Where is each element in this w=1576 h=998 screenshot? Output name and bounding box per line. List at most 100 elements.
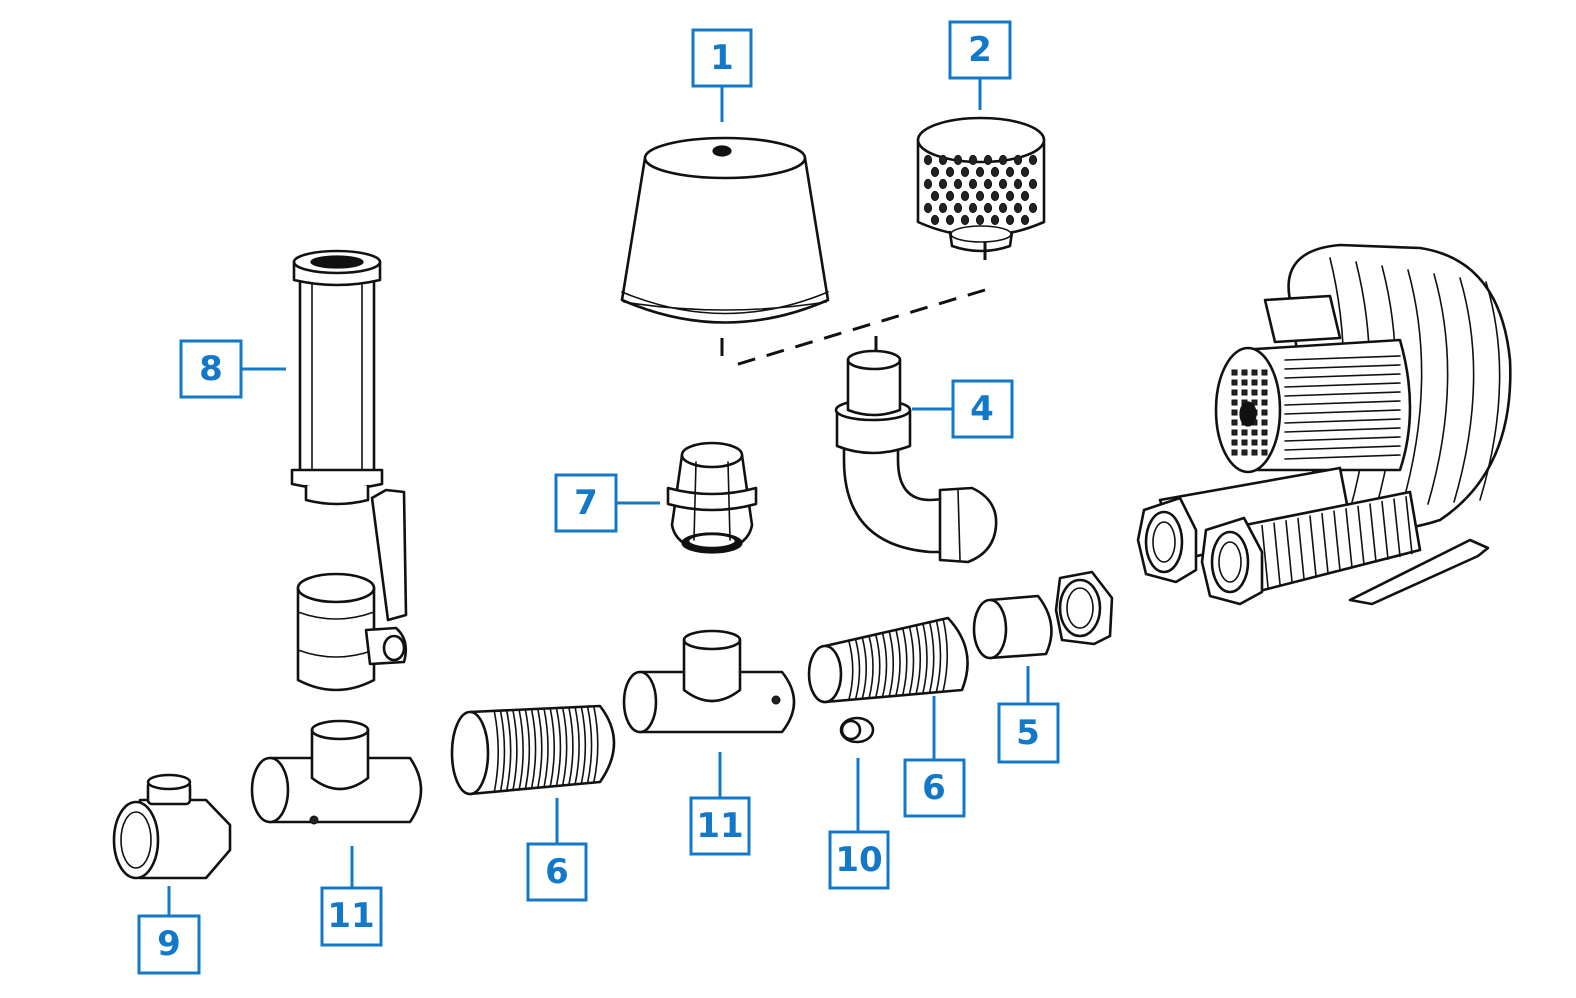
perforation-hole [1028,202,1038,214]
hose-rib [922,623,928,694]
callout-11-middle: 11 [689,796,751,856]
perforation-hole [953,154,963,166]
perforation-hole [968,178,978,190]
tube-fin [1261,524,1269,589]
hose-rib [895,629,901,697]
hose-rib [854,638,861,701]
grille-hole [1261,449,1268,456]
part-10-cap [839,716,875,744]
connection-dashes [720,242,987,367]
perforation-hole [1020,190,1030,202]
motor-fin [1284,355,1401,361]
motor-fin [1284,418,1401,424]
perforation-hole [998,154,1008,166]
perforation-hole [1005,166,1015,178]
grille-hole [1241,389,1248,396]
tube-fin [1405,495,1413,555]
perforation-hole [945,166,955,178]
motor-fin [1284,409,1401,415]
perforation-hole [945,214,955,226]
motor-fin [1284,373,1401,379]
perforation-hole [1005,190,1015,202]
hose-rib [861,636,868,700]
housing-rib [1427,273,1449,505]
hose-rib [847,639,854,702]
perforation-hole [990,166,1000,178]
tube-fin [1369,503,1377,563]
motor-fin [1284,427,1401,433]
ball-valve [296,488,408,692]
perforation-hole [998,202,1008,214]
hose-rib [549,707,555,788]
hose-rib [530,708,537,790]
part-8-filter-cartridge [290,249,384,506]
part-5-sleeve [972,594,1053,660]
grille-hole [1241,439,1248,446]
hose-rib [555,707,562,788]
tube-fin [1297,517,1305,580]
hose-rib [518,708,524,791]
grille-hole [1261,399,1268,406]
hose-rib [888,630,895,697]
callout-9: 9 [137,914,201,975]
housing-rib [1479,281,1501,501]
grille-hole [1231,379,1238,386]
perforation-hole [975,190,985,202]
tube-fin [1321,512,1329,575]
callout-6-right-label: 6 [922,768,946,808]
hose-rib [942,618,949,692]
tube-fin [1393,498,1401,558]
tube-fin [1357,505,1365,566]
callout-8-label: 8 [199,349,223,389]
leader-lines [167,78,1030,916]
tube-fin [1273,522,1281,586]
part-6-hose-right [807,616,969,704]
perforation-hole [998,178,1008,190]
perforation-hole [938,202,948,214]
part-11-tee-middle [622,629,796,734]
perforation-hole [938,178,948,190]
motor-fin [1284,364,1401,370]
hose-rib [543,707,549,789]
perforation-hole [990,214,1000,226]
perforation-hole [930,190,940,202]
callout-6-right: 6 [903,758,966,818]
perforation-hole [975,166,985,178]
perforation-hole [930,166,940,178]
perforation-hole [960,214,970,226]
hose-rib [580,706,587,785]
perforation-hole [1013,202,1023,214]
part-2-perforated-filter [916,116,1046,253]
tube-fin [1285,519,1293,583]
grille-hole [1261,439,1268,446]
perforation-hole [983,178,993,190]
housing-rib [1401,269,1423,507]
grille-hole [1251,389,1258,396]
hose-rib [493,709,500,794]
callout-1-label: 1 [710,38,734,78]
perforation-hole [983,154,993,166]
perforation-hole [975,214,985,226]
hose-rib [505,709,512,792]
callout-11-left-label: 11 [327,896,374,936]
motor-fin [1284,436,1401,442]
motor-fin [1284,382,1401,388]
perforation-hole [1028,154,1038,166]
motor-fin [1284,454,1401,460]
callout-2: 2 [948,20,1012,80]
hose-rib [915,624,922,695]
grille-hole [1231,429,1238,436]
part-9-check-valve [112,773,232,880]
perforation-hole [1020,166,1030,178]
perforation-hole [1005,214,1015,226]
hose-rib [881,632,888,698]
callout-4-label: 4 [970,389,994,429]
grille-hole [1251,369,1258,376]
hose-rib [568,706,574,786]
perforation-hole [968,154,978,166]
grille-hole [1261,429,1268,436]
perforation-hole [960,190,970,202]
hose-rib [524,708,531,791]
perforation-hole [983,202,993,214]
